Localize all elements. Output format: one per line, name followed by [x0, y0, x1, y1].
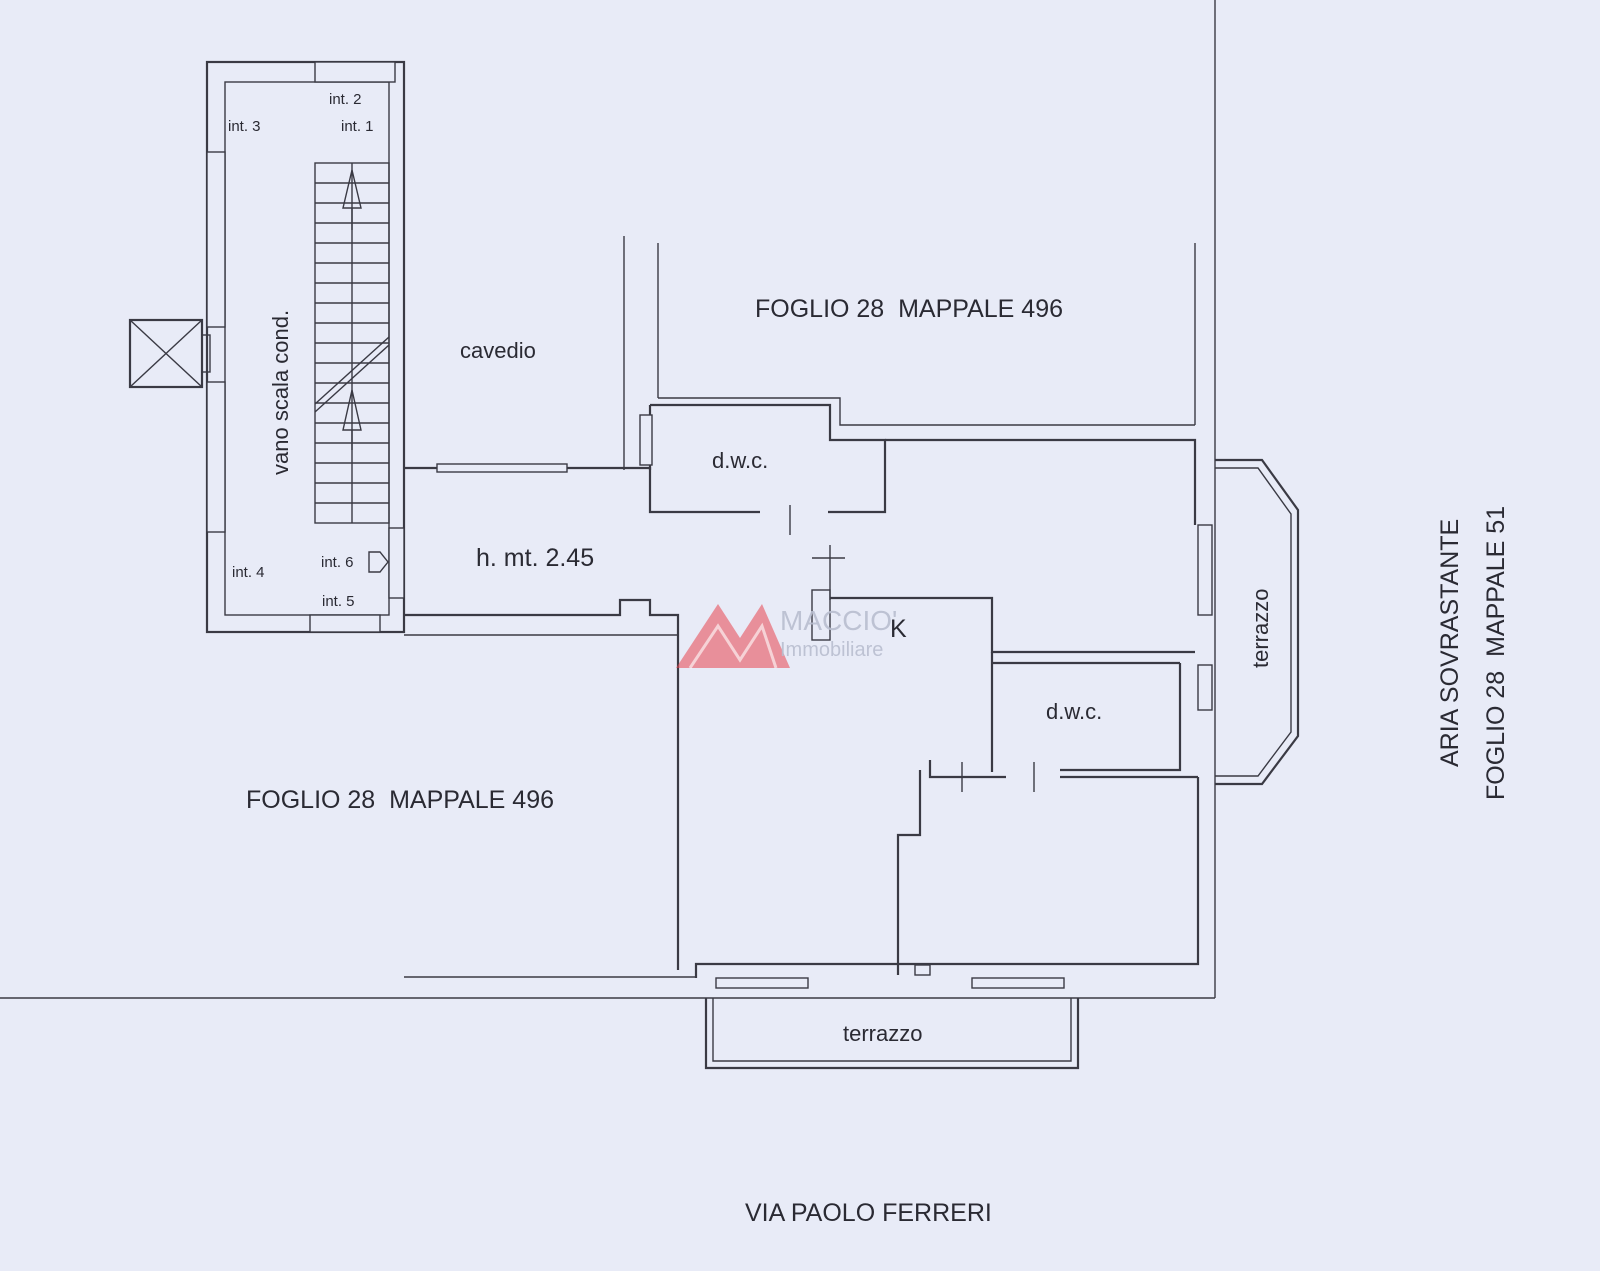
unit-label-int-5: int. 5: [322, 593, 355, 610]
maccio-logo: [676, 604, 790, 669]
side-note-line1: ARIA SOVRASTANTE: [1436, 519, 1464, 767]
parcel-top-label: FOGLIO 28 MAPPALE 496: [755, 295, 1063, 323]
unit-label-int-6: int. 6: [321, 554, 354, 571]
unit-label-int-1: int. 1: [341, 118, 374, 135]
stairwell-label: vano scala cond.: [268, 310, 293, 475]
kitchen-label: K: [890, 615, 907, 643]
watermark-brand: MACCIO': [780, 605, 897, 636]
watermark-sub: Immobiliare: [780, 639, 883, 661]
terrace-bottom-label: terrazzo: [843, 1021, 922, 1046]
stair-treads: [314, 162, 390, 524]
property-boundary: [0, 0, 1216, 999]
stairwell: [205, 60, 406, 634]
cavedio-label: cavedio: [460, 338, 536, 363]
dwc-lower-label: d.w.c.: [1046, 699, 1102, 724]
entry-arrow-icon: [368, 551, 389, 573]
unit-label-int-2: int. 2: [329, 91, 362, 108]
street-label: VIA PAOLO FERRERI: [745, 1199, 992, 1227]
unit-label-int-4: int. 4: [232, 564, 265, 581]
terrace-right-label: terrazzo: [1248, 589, 1273, 668]
terrace-bottom: [704, 998, 1080, 1070]
parcel-left-label: FOGLIO 28 MAPPALE 496: [246, 786, 554, 814]
left-parcel-walls: [404, 634, 696, 978]
top-parcel-walls: [623, 236, 1196, 470]
dwc-upper-label: d.w.c.: [712, 448, 768, 473]
apartment-walls: [404, 403, 1213, 989]
up-arrow-icon: [342, 169, 362, 230]
terrace-right: [1215, 458, 1300, 786]
ceiling-height-label: h. mt. 2.45: [476, 544, 594, 572]
ventilation-shaft: [128, 318, 211, 389]
unit-label-int-3: int. 3: [228, 118, 261, 135]
side-note-line2: FOGLIO 28 MAPPALE 51: [1482, 506, 1510, 800]
up-arrow-icon: [342, 389, 362, 450]
